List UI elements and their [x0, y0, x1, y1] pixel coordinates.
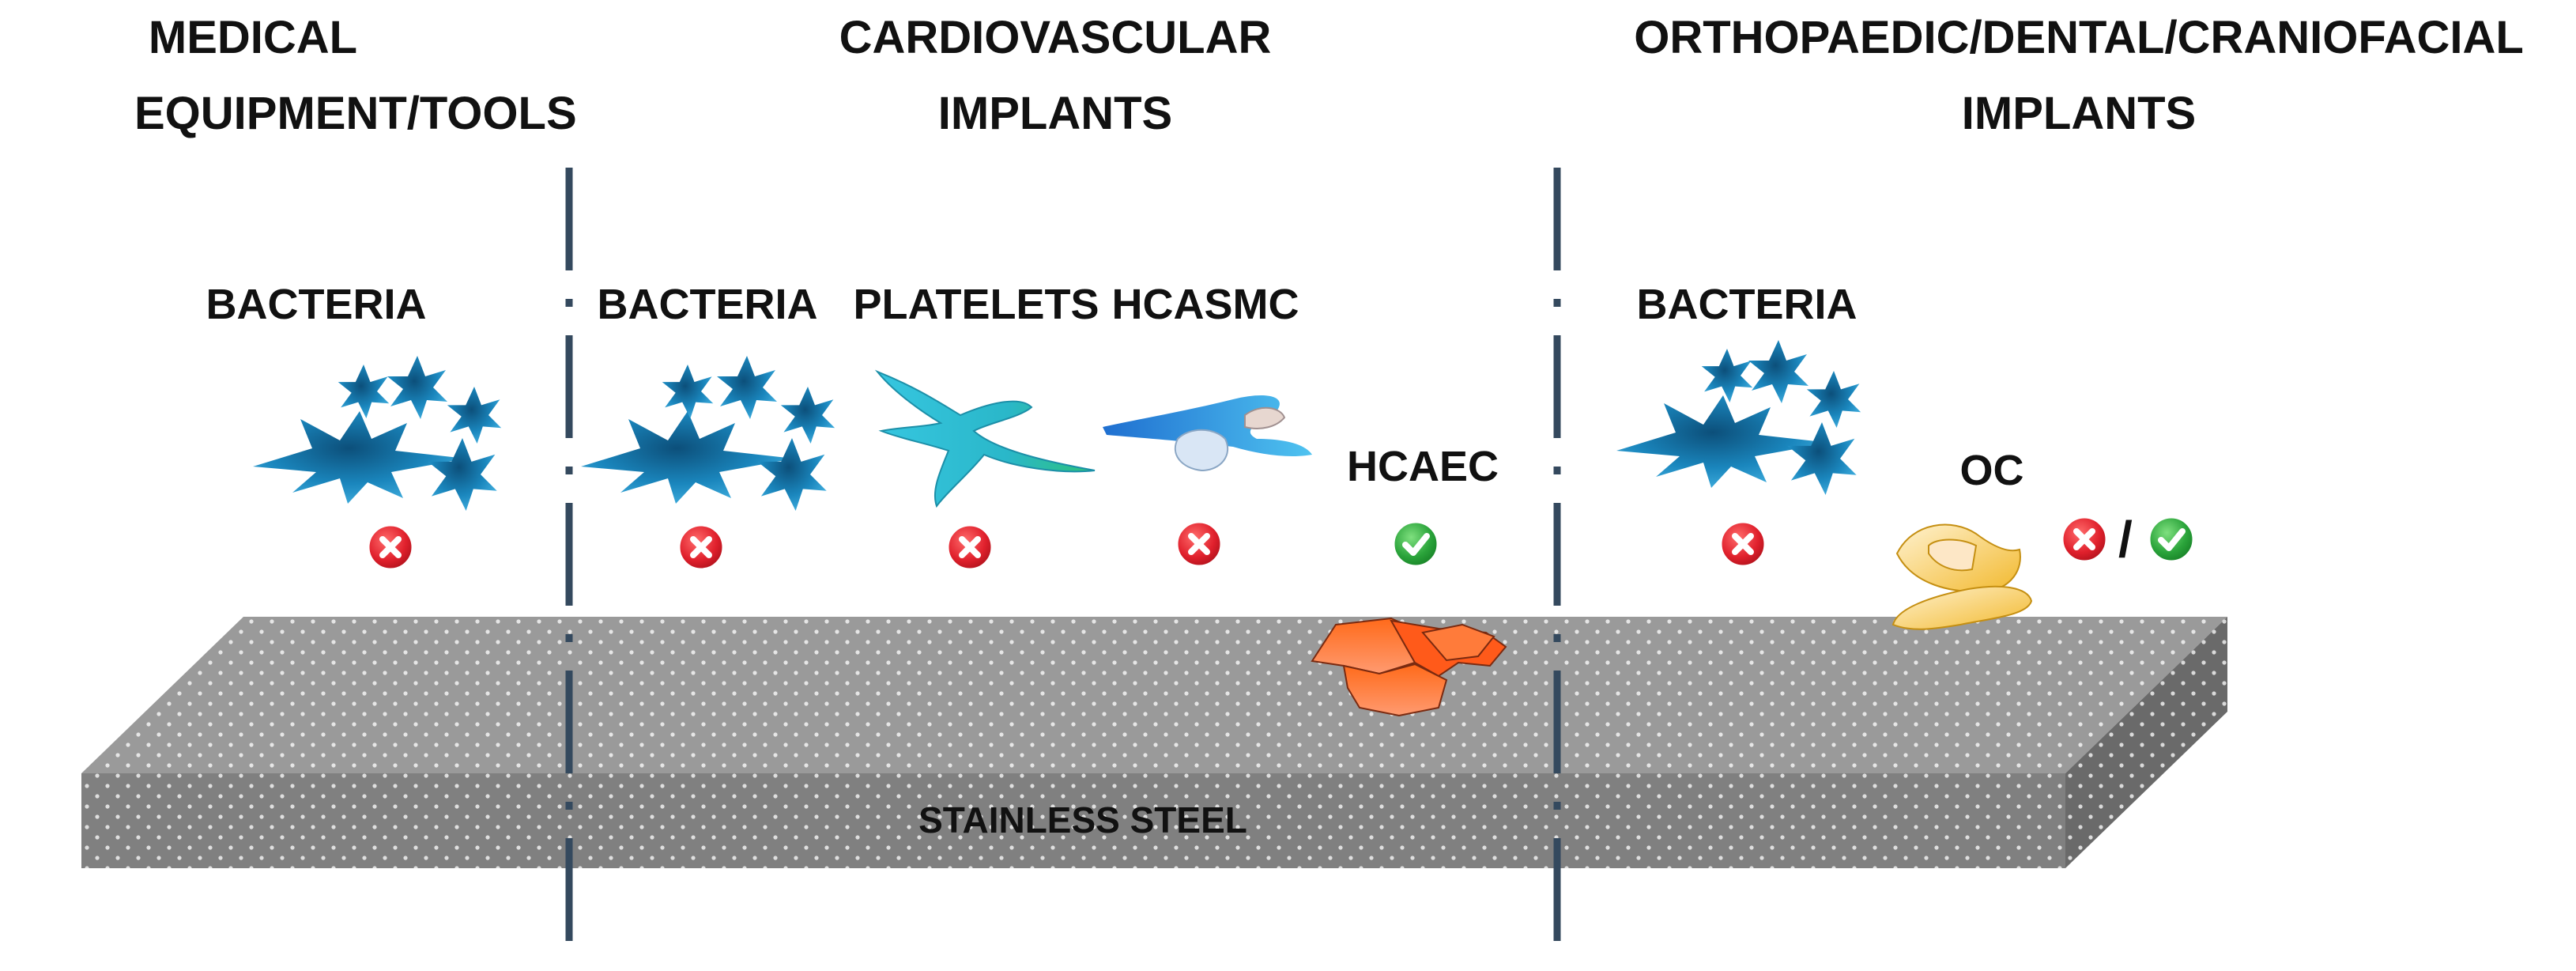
label-platelets: PLATELETS: [853, 281, 1099, 328]
bacteria-cluster-medical-icon: [253, 356, 502, 511]
label-bacteria-cardio: BACTERIA: [597, 281, 818, 328]
cross-mark-icon: [1721, 522, 1765, 566]
cross-mark-icon: [1177, 522, 1221, 566]
header-ortho: ORTHOPAEDIC/DENTAL/CRANIOFACIAL IMPLANTS: [1597, 0, 2561, 152]
material-label: STAINLESS STEEL: [918, 799, 1247, 841]
bacteria-cluster-ortho-icon: [1616, 340, 1861, 495]
cross-mark-icon: [368, 525, 413, 569]
label-hcasmc: HCASMC: [1111, 281, 1299, 328]
label-bacteria-medical: BACTERIA: [206, 281, 427, 328]
label-bacteria-ortho: BACTERIA: [1636, 281, 1858, 328]
cross-mark-icon: [2062, 517, 2106, 561]
header-cardio-line2: IMPLANTS: [937, 88, 1173, 139]
header-ortho-line1: ORTHOPAEDIC/DENTAL/CRANIOFACIAL: [1634, 12, 2524, 63]
hcaec-cell-icon: [1311, 617, 1507, 717]
oc-cell-icon: [1891, 523, 2033, 630]
header-cardio-line1: CARDIOVASCULAR: [839, 12, 1272, 63]
bacteria-cluster-cardio-icon: [581, 356, 835, 511]
label-hcaec: HCAEC: [1346, 443, 1499, 490]
check-mark-icon: [1394, 522, 1438, 566]
platelet-cell-icon: [874, 369, 1096, 508]
stainless-steel-slab: [81, 617, 2227, 868]
header-medical: MEDICAL EQUIPMENT/TOOLS: [134, 0, 577, 152]
header-cardio: CARDIOVASCULAR IMPLANTS: [814, 0, 1296, 152]
label-oc: OC: [1959, 447, 2024, 494]
cross-mark-icon: [679, 525, 723, 569]
header-medical-line2: EQUIPMENT/TOOLS: [134, 88, 577, 139]
header-medical-line1: MEDICAL: [148, 12, 358, 63]
cross-mark-icon: [948, 525, 992, 569]
slash-separator: /: [2118, 511, 2133, 568]
check-mark-icon: [2149, 517, 2193, 561]
hcasmc-cell-icon: [1103, 395, 1312, 472]
header-ortho-line2: IMPLANTS: [1961, 88, 2197, 139]
